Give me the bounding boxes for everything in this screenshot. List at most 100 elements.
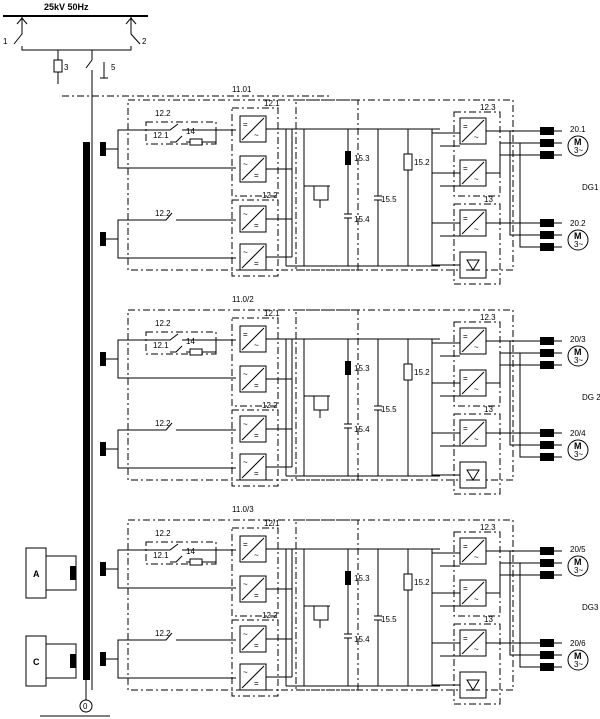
inverter-2a-sym-bot: ~ (474, 645, 479, 654)
res-15-2 (403, 363, 413, 381)
cap-15-3-label: 15.3 (354, 364, 370, 373)
inverter-2a-diag (461, 421, 485, 445)
inverter-1b-sym-bot: ~ (474, 175, 479, 184)
motor-a-label: 20.1 (570, 125, 586, 134)
motor-b (567, 439, 589, 461)
motor-contactor-1 (540, 127, 554, 135)
cap-15-3-label: 15.3 (354, 154, 370, 163)
ground-circle (79, 699, 93, 713)
brake-frame (295, 99, 359, 271)
motor-contactor-4 (540, 429, 554, 437)
rectifier-frame-2-label: 12.2 (262, 401, 278, 410)
resistor-lead (202, 550, 217, 563)
rectifier-1b-sym-top: ~ (243, 580, 248, 589)
rectifier-1b-diag (241, 157, 265, 181)
group-frame (127, 99, 514, 271)
aux-rectifier (459, 671, 487, 699)
inverter-link (431, 339, 460, 476)
cap-15-4-label: 15.4 (354, 635, 370, 644)
motor-contactor-2 (540, 559, 554, 567)
switch-5 (85, 50, 108, 84)
rectifier-2b-diag (241, 245, 265, 269)
inverter-2a-sym-bot: ~ (474, 225, 479, 234)
inverter-2a-sym-bot: ~ (474, 435, 479, 444)
switch-5-label: 5 (111, 63, 116, 72)
chopper-switch (146, 123, 236, 131)
rectifier-frame-2 (231, 409, 279, 487)
inverter-2a-sym-top: = (463, 634, 468, 643)
motor-a-phase: 3~ (574, 356, 583, 365)
rectifier-2b-sym-bot: = (254, 679, 259, 688)
chopper-switch2-label: 12.1 (153, 551, 169, 560)
chopper-switch2-label: 12.1 (153, 131, 169, 140)
filter-cap (374, 549, 382, 686)
rectifier-frame-2 (231, 199, 279, 277)
rectifier-2a-sym-bot: = (254, 431, 259, 440)
secondary-winding-1 (100, 562, 106, 576)
cap-leads (344, 129, 352, 266)
inverter-1b-sym-top: = (463, 374, 468, 383)
cap-leads (344, 549, 352, 686)
dc-link (266, 338, 440, 477)
rectifier-1b-sym-bot: = (254, 381, 259, 390)
cap-15-4-label: 15.4 (354, 425, 370, 434)
inverter-2a-diag (461, 211, 485, 235)
motor-a (567, 135, 589, 157)
inverter-1b-diag (461, 161, 485, 185)
motor-b-m: M (574, 231, 582, 241)
motor-contactor-6 (540, 453, 554, 461)
motor-b-m: M (574, 441, 582, 451)
resistor-label: 14 (186, 127, 195, 136)
rectifier-2b-diag (241, 455, 265, 479)
filter-cap-label: 15.5 (381, 195, 397, 204)
inverter-frame-2-label: 13 (484, 405, 493, 414)
motor-a-phase: 3~ (574, 566, 583, 575)
chopper-switch-label: 12.2 (155, 109, 171, 118)
chopper-switch2 (170, 555, 190, 563)
aux-rectifier-diode (466, 469, 480, 481)
dc-link (266, 548, 440, 687)
input-wiring-2 (106, 632, 236, 679)
inverter-1b-diag (461, 581, 485, 605)
secondary-winding-2 (100, 442, 106, 456)
resistor-label: 14 (186, 337, 195, 346)
motor-b-m: M (574, 651, 582, 661)
motor-contactor-2 (540, 139, 554, 147)
filter-cap (374, 129, 382, 266)
rectifier-frame-1 (231, 107, 279, 197)
chopper-switch2 (170, 345, 190, 353)
motor-b-phase: 3~ (574, 660, 583, 669)
motor-a (567, 555, 589, 577)
filter-cap-label: 15.5 (381, 615, 397, 624)
motor-b (567, 649, 589, 671)
aux-c-winding (70, 654, 76, 668)
rectifier-2a-sym-top: ~ (243, 630, 248, 639)
motor-contactor-1 (540, 337, 554, 345)
motor-contactor-4 (540, 219, 554, 227)
inverter-link (431, 129, 460, 266)
res-15-2-label: 15.2 (414, 158, 430, 167)
resistor-lead (202, 130, 217, 143)
inverter-1a-sym-top: = (463, 332, 468, 341)
aux-box-a-label: A (33, 569, 40, 579)
input-wiring-1 (106, 339, 236, 379)
inverter-1b-diag (461, 371, 485, 395)
chopper-switch-label: 12.2 (155, 319, 171, 328)
rectifier-frame-2 (231, 619, 279, 697)
secondary-winding-1 (100, 142, 106, 156)
inverter-frame-1 (453, 321, 501, 407)
motor-feed (486, 340, 540, 458)
pantograph-1-icon (16, 16, 28, 26)
resistor-14 (189, 348, 203, 356)
inverter-frame-1 (453, 111, 501, 197)
rectifier-1b-diag (241, 367, 265, 391)
aux-switch-label: 12.2 (155, 209, 171, 218)
fuse-3 (53, 59, 63, 73)
rectifier-2b-sym-bot: = (254, 259, 259, 268)
rectifier-2a-sym-bot: = (254, 641, 259, 650)
res-15-2-label: 15.2 (414, 368, 430, 377)
chopper-switch2-label: 12.1 (153, 341, 169, 350)
inverter-2a-sym-top: = (463, 214, 468, 223)
